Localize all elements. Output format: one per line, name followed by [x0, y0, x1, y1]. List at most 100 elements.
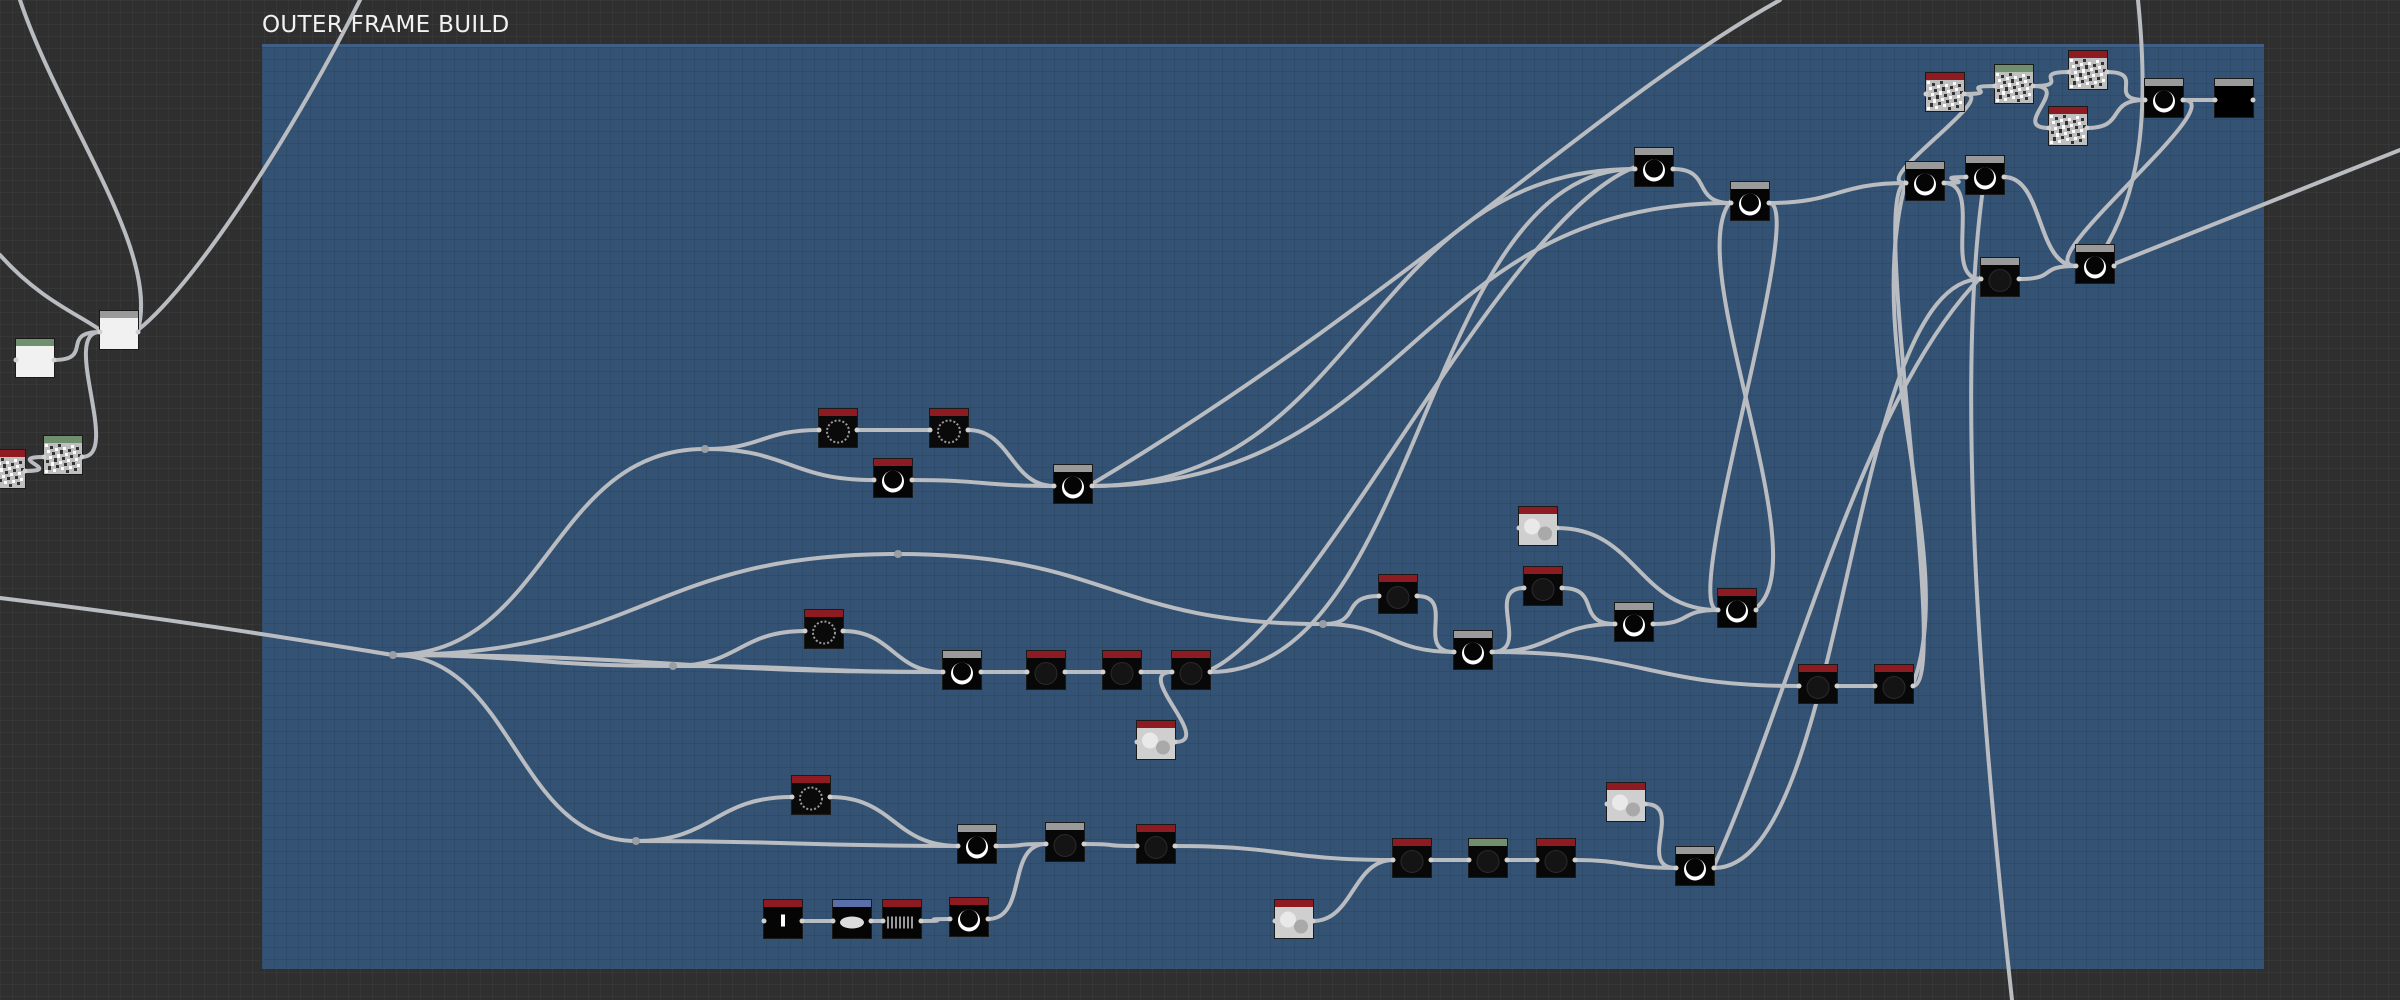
output-port[interactable]: [1504, 857, 1510, 863]
output-port[interactable]: [1559, 585, 1565, 591]
node-n-output[interactable]: [2212, 78, 2256, 118]
reroute-d-dot[interactable]: [669, 662, 677, 670]
output-port[interactable]: [2030, 83, 2036, 89]
output-port[interactable]: [2084, 125, 2090, 131]
wire-n-noise-1-to-n-noise-2[interactable]: [1962, 84, 1997, 96]
output-port[interactable]: [1489, 649, 1495, 655]
output-port[interactable]: [1138, 669, 1144, 675]
node-n-dark-11[interactable]: [1466, 838, 1510, 878]
reroute-f-dot[interactable]: [632, 837, 640, 845]
wire-n-dark-7-to-n-circle-12[interactable]: [1893, 181, 1926, 688]
node-n-noise-4[interactable]: [2046, 106, 2090, 146]
input-port[interactable]: [940, 669, 946, 675]
input-port[interactable]: [1466, 857, 1472, 863]
node-n-circle-9[interactable]: [1673, 846, 1717, 886]
input-port[interactable]: [1715, 607, 1721, 613]
wire-n-circle-13-to-n-circle-14[interactable]: [2002, 175, 2078, 268]
node-n-left-noise-b[interactable]: [41, 435, 85, 475]
wire-n-dark-12-to-n-circle-9[interactable]: [1573, 858, 1678, 870]
wire-dark15-loop[interactable]: [1712, 275, 1983, 868]
wire-n-circle-2-to-n-circle-11[interactable]: [1090, 201, 1733, 488]
wire-reroute-b-to-n-circle-1[interactable]: [703, 447, 876, 482]
output-port[interactable]: [993, 843, 999, 849]
wire-n-cloud-4-to-n-circle-9[interactable]: [1643, 802, 1678, 870]
wire-n-circle-2-to-n-circle-10[interactable]: [1090, 167, 1637, 488]
node-n-dark-7[interactable]: [1872, 664, 1916, 704]
input-port[interactable]: [1872, 683, 1878, 689]
node-n-stripes[interactable]: [880, 899, 924, 939]
node-n-cloud-1[interactable]: [1134, 720, 1178, 760]
node-n-blur-4[interactable]: [789, 775, 833, 815]
wire-n-circle-11-to-n-circle-12[interactable]: [1767, 181, 1908, 205]
output-port[interactable]: [1414, 593, 1420, 599]
input-port[interactable]: [1516, 525, 1522, 531]
node-n-dark-10[interactable]: [1390, 838, 1434, 878]
node-n-circle-4[interactable]: [1451, 630, 1495, 670]
output-port[interactable]: [79, 454, 85, 460]
output-port[interactable]: [1310, 918, 1316, 924]
wire-n-dark-5-to-n-circle-5[interactable]: [1560, 586, 1617, 626]
wire-n-circle-11-to-n-circle-6[interactable]: [1708, 201, 1779, 612]
output-port[interactable]: [1766, 200, 1772, 206]
output-port[interactable]: [22, 468, 28, 474]
output-port[interactable]: [799, 918, 805, 924]
wire-n-noise-1-to-n-circle-12[interactable]: [1896, 92, 1974, 185]
input-port[interactable]: [97, 329, 103, 335]
input-port[interactable]: [2212, 97, 2218, 103]
wire-external-input[interactable]: [0, 596, 395, 657]
input-port[interactable]: [1604, 801, 1610, 807]
node-n-dark-2[interactable]: [1100, 650, 1144, 690]
output-port[interactable]: [51, 357, 57, 363]
node-n-dark-4[interactable]: [1376, 574, 1420, 614]
wire-external-top-d[interactable]: [1090, 0, 1782, 486]
output-port[interactable]: [965, 427, 971, 433]
node-n-circle-13[interactable]: [1963, 155, 2007, 195]
output-port[interactable]: [2180, 97, 2186, 103]
wire-dark3-to-circle10[interactable]: [1208, 165, 1637, 672]
output-port[interactable]: [827, 794, 833, 800]
input-port[interactable]: [1134, 843, 1140, 849]
node-n-cloud-3[interactable]: [1272, 899, 1316, 939]
node-n-circle-14[interactable]: [2073, 244, 2117, 284]
input-port[interactable]: [1390, 857, 1396, 863]
wire-n-circle-5-to-n-circle-6[interactable]: [1651, 608, 1720, 626]
input-port[interactable]: [1978, 276, 1984, 282]
output-port[interactable]: [1670, 166, 1676, 172]
node-n-circle-10[interactable]: [1632, 147, 1676, 187]
output-port[interactable]: [1650, 621, 1656, 627]
wire-n-cloud-3-to-n-dark-10[interactable]: [1311, 858, 1395, 923]
output-port[interactable]: [1428, 857, 1434, 863]
output-port[interactable]: [1572, 857, 1578, 863]
wire-reroute-d-to-n-blur-3[interactable]: [671, 629, 807, 668]
output-port[interactable]: [840, 628, 846, 634]
wire-n-dark-3-to-n-circle-10[interactable]: [1208, 167, 1637, 674]
reroute-a-dot[interactable]: [389, 651, 397, 659]
wire-n-noise-4-to-n-circle-15[interactable]: [2085, 98, 2147, 130]
input-port[interactable]: [1923, 91, 1929, 97]
wire-external-top-b[interactable]: [0, 253, 102, 332]
input-port[interactable]: [927, 427, 933, 433]
input-port[interactable]: [1728, 200, 1734, 206]
wire-n-circle-12-to-n-dark-15[interactable]: [1942, 181, 1983, 281]
input-port[interactable]: [802, 628, 808, 634]
input-port[interactable]: [1992, 83, 1998, 89]
wire-n-left-noise-a-to-n-left-noise-b[interactable]: [23, 455, 46, 473]
reroute-e-dot[interactable]: [1319, 620, 1327, 628]
output-port[interactable]: [2016, 276, 2022, 282]
output-port[interactable]: [1081, 841, 1087, 847]
wire-n-dark-15-to-n-circle-14[interactable]: [2017, 264, 2078, 281]
output-port[interactable]: [2104, 69, 2110, 75]
wire-n-circle-12-to-n-circle-13[interactable]: [1942, 175, 1968, 185]
wire-n-noise-2-to-n-noise-4[interactable]: [2031, 84, 2051, 130]
output-port[interactable]: [2001, 174, 2007, 180]
input-port[interactable]: [1100, 669, 1106, 675]
reroute-c-dot[interactable]: [894, 550, 902, 558]
wire-fan-reroute-f[interactable]: [391, 653, 638, 843]
node-n-circle-7[interactable]: [955, 824, 999, 864]
wire-n-circle-8-to-n-dark-8[interactable]: [986, 842, 1048, 921]
input-port[interactable]: [1134, 739, 1140, 745]
input-port[interactable]: [955, 843, 961, 849]
node-n-dark-3[interactable]: [1169, 650, 1213, 690]
output-port[interactable]: [1834, 683, 1840, 689]
node-n-dark-6[interactable]: [1796, 664, 1840, 704]
